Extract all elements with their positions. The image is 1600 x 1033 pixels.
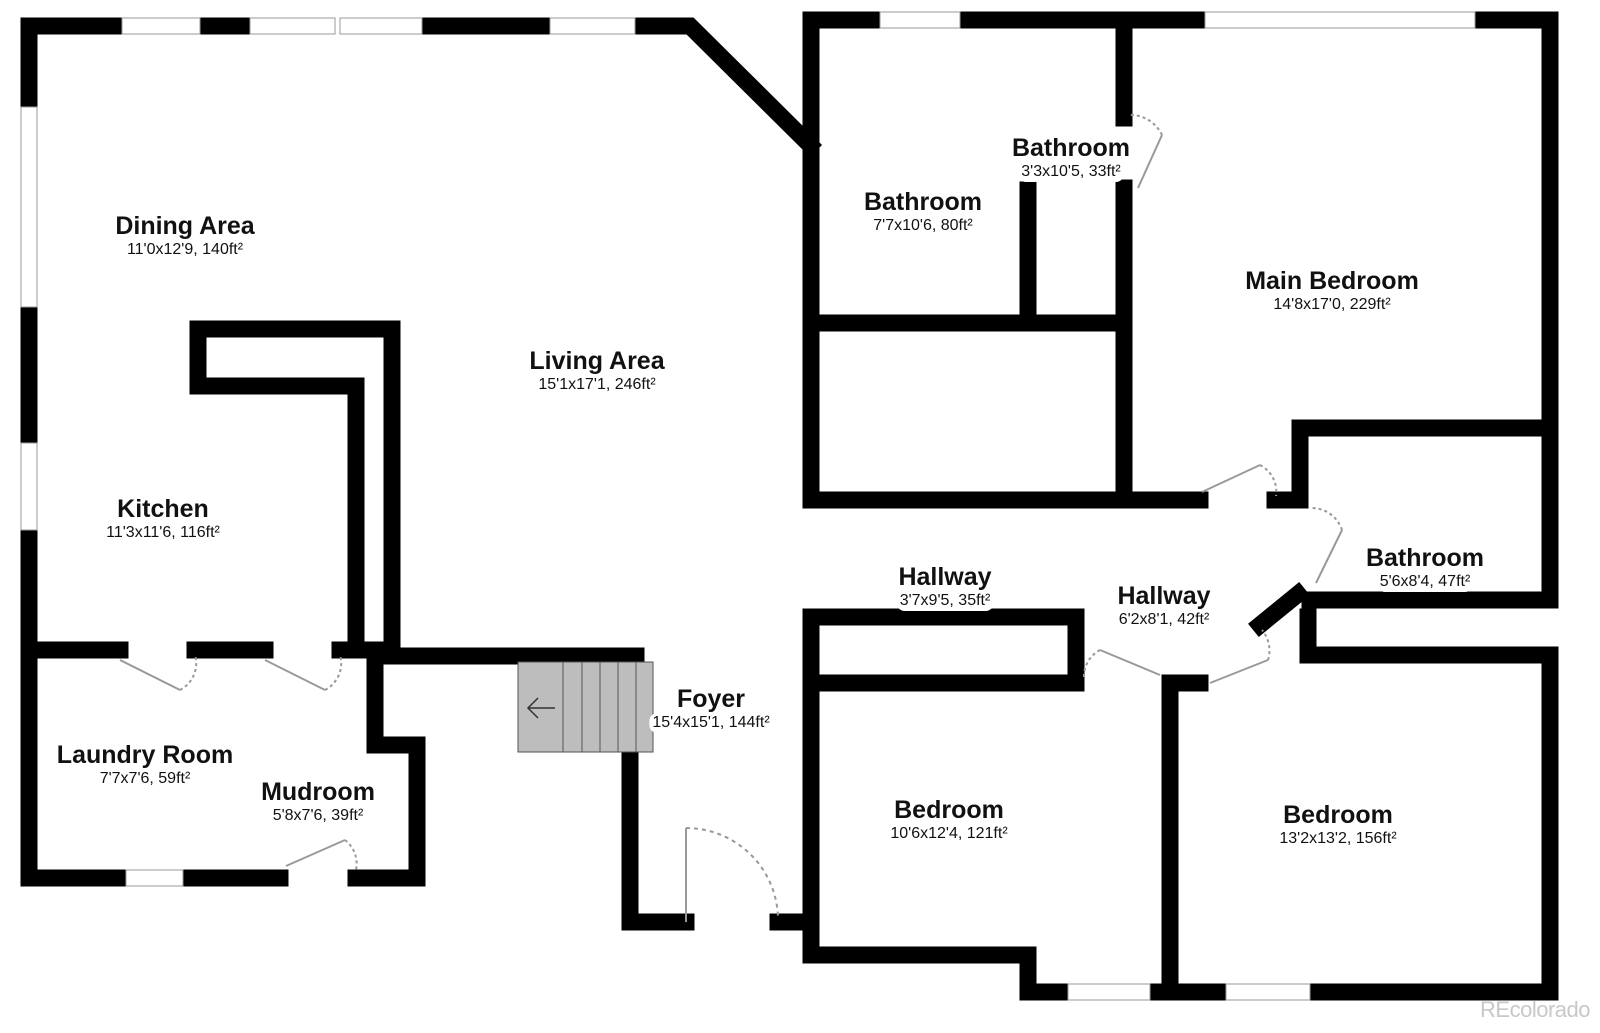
room-name: Dining Area — [115, 212, 255, 240]
room-dimensions: 3'7x9'5, 35ft² — [896, 591, 994, 611]
room-name: Living Area — [529, 347, 665, 375]
room-dimensions: 13'2x13'2, 156ft² — [1279, 830, 1397, 847]
room-dimensions: 3'3x10'5, 33ft² — [1018, 162, 1124, 182]
room-name: Hallway — [1117, 582, 1211, 610]
room-name: Kitchen — [117, 495, 209, 523]
room-dimensions: 11'0x12'9, 140ft² — [126, 241, 244, 258]
room-foyer: Foyer 15'4x15'1, 144ft² — [649, 685, 773, 733]
room-dimensions: 5'6x8'4, 47ft² — [1376, 572, 1474, 592]
room-name: Foyer — [676, 685, 746, 713]
watermark-logo: REcolorado — [1480, 997, 1590, 1022]
room-dimensions: 11'3x11'6, 116ft² — [106, 524, 220, 541]
room-name: Mudroom — [261, 778, 375, 806]
room-main-bedroom: Main Bedroom 14'8x17'0, 229ft² — [1245, 267, 1419, 315]
room-name: Bedroom — [894, 796, 1004, 824]
room-dimensions: 15'4x15'1, 144ft² — [649, 713, 773, 733]
room-bathroom-2: Bathroom 3'3x10'5, 33ft² — [1012, 134, 1130, 182]
room-name: Laundry Room — [56, 741, 234, 769]
room-dining-area: Dining Area 11'0x12'9, 140ft² — [115, 212, 254, 260]
room-dimensions: 7'7x7'6, 59ft² — [99, 770, 191, 787]
room-bedroom-1: Bedroom 10'6x12'4, 121ft² — [890, 796, 1007, 844]
room-dimensions: 14'8x17'0, 229ft² — [1273, 296, 1391, 313]
room-bedroom-2: Bedroom 13'2x13'2, 156ft² — [1279, 801, 1396, 849]
room-dimensions: 7'7x10'6, 80ft² — [873, 217, 973, 234]
room-hallway-1: Hallway 3'7x9'5, 35ft² — [896, 563, 994, 611]
room-mudroom: Mudroom 5'8x7'6, 39ft² — [261, 778, 375, 826]
room-name: Bedroom — [1283, 801, 1393, 829]
room-name: Bathroom — [1365, 544, 1485, 572]
room-kitchen: Kitchen 11'3x11'6, 116ft² — [106, 495, 220, 543]
walls — [20, 11, 1559, 1001]
room-dimensions: 10'6x12'4, 121ft² — [890, 825, 1008, 842]
room-name: Bathroom — [1011, 134, 1131, 162]
room-dimensions: 6'2x8'1, 42ft² — [1115, 610, 1213, 630]
room-name: Bathroom — [863, 188, 983, 216]
room-living-area: Living Area 15'1x17'1, 246ft² — [529, 347, 664, 395]
room-name: Main Bedroom — [1245, 267, 1419, 295]
room-name: Hallway — [898, 563, 992, 591]
staircase — [517, 661, 654, 753]
room-bathroom-1: Bathroom 7'7x10'6, 80ft² — [864, 188, 982, 236]
room-dimensions: 5'8x7'6, 39ft² — [272, 807, 364, 824]
windows — [20, 11, 1476, 1001]
room-bathroom-3: Bathroom 5'6x8'4, 47ft² — [1366, 544, 1484, 592]
room-laundry-room: Laundry Room 7'7x7'6, 59ft² — [57, 741, 233, 789]
door-swings — [119, 113, 1343, 922]
room-hallway-2: Hallway 6'2x8'1, 42ft² — [1115, 582, 1213, 630]
room-dimensions: 15'1x17'1, 246ft² — [538, 376, 656, 393]
stair-direction-arrow-icon — [526, 697, 555, 719]
